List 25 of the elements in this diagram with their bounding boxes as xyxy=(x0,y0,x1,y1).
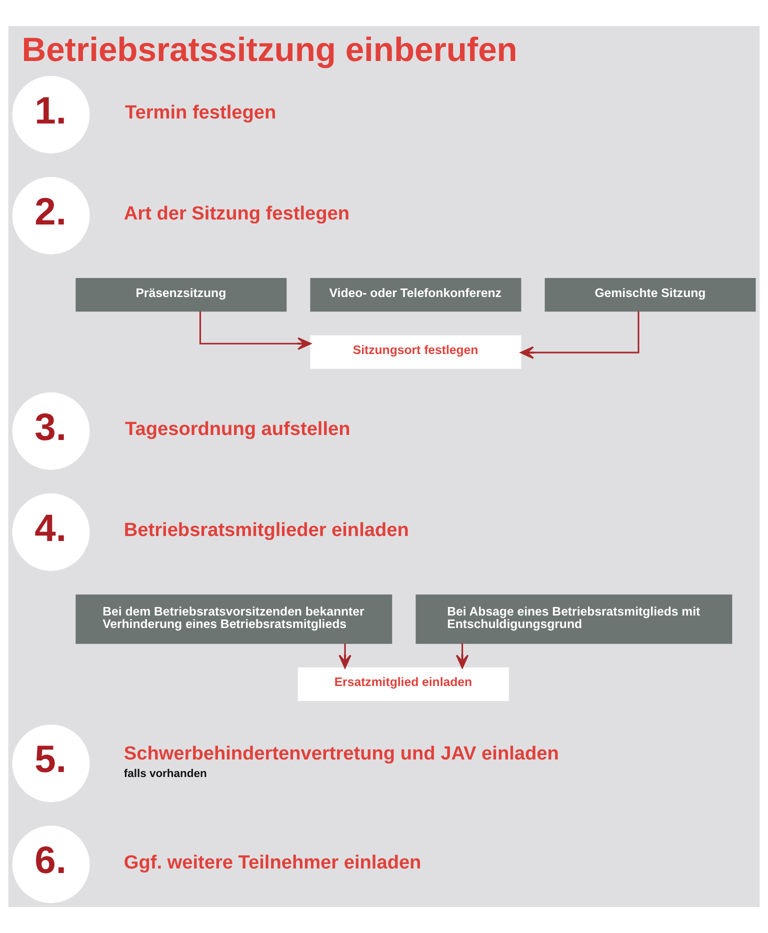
arrow xyxy=(199,311,312,350)
node-box: Bei dem Betriebsratsvorsitzenden bekannter Verhinderung eines Betriebsratsmitglieds xyxy=(76,594,392,644)
node-circle: 6. xyxy=(12,826,90,904)
node-label: Termin festlegen xyxy=(125,102,276,124)
node-box: Video- oder Telefonkonferenz xyxy=(310,278,522,312)
node-circle: 5. xyxy=(12,724,90,802)
node-label: Schwerbehindertenvertretung und JAV einladen xyxy=(124,744,559,765)
arrow xyxy=(338,643,352,668)
node-label: Tagesordnung aufstellen xyxy=(125,419,350,440)
node-circle: 3. xyxy=(12,392,90,470)
node-box: Bei Absage eines Betriebsratsmitglieds mit Entschuldigungsgrund xyxy=(416,594,732,644)
node-label: falls vorhanden xyxy=(124,768,207,780)
node-box: Sitzungsort festlegen xyxy=(310,335,522,369)
node-label: Art der Sitzung festlegen xyxy=(124,204,350,225)
node-circle: 4. xyxy=(12,493,90,571)
node-circle: 2. xyxy=(12,176,90,254)
node-box: Präsenzsitzung xyxy=(76,278,287,312)
node-label: Betriebsratsmitglieder einladen xyxy=(124,520,409,542)
diagram-title: Betriebsratssitzung einberufen xyxy=(22,32,518,69)
node-label: Ggf. weitere Teilnehmer einladen xyxy=(124,852,422,874)
node-box: Gemischte Sitzung xyxy=(544,278,756,312)
arrow xyxy=(520,311,640,359)
node-box: Ersatzmitglied einladen xyxy=(298,667,509,702)
node-circle: 1. xyxy=(12,76,90,154)
arrow xyxy=(456,643,469,668)
